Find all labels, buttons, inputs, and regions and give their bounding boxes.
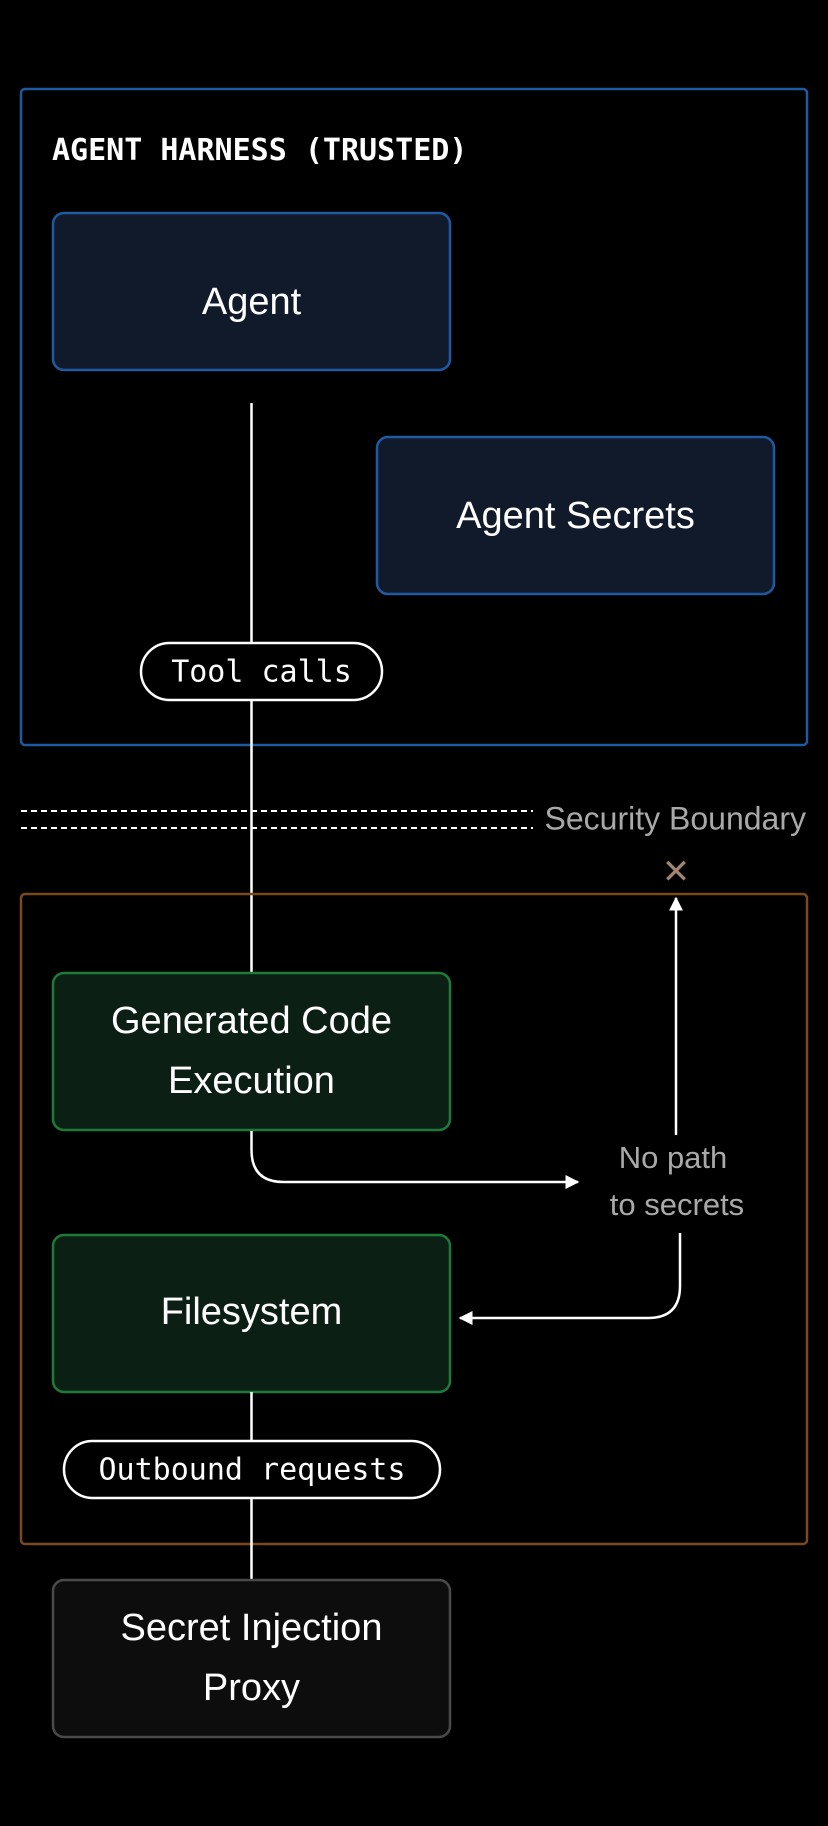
- outbound-requests-pill: [62, 1439, 442, 1500]
- filesystem-label: Filesystem: [161, 1291, 343, 1333]
- agent-secrets-label: Agent Secrets: [456, 495, 695, 537]
- trusted-harness-container: [19, 87, 809, 747]
- agent-node: [51, 211, 452, 372]
- untrusted-sandbox-container: [19, 892, 809, 1546]
- agent-secrets-node: [375, 435, 776, 596]
- no-path-annotation-line2: to secrets: [610, 1187, 744, 1222]
- secret-injection-proxy-node: [51, 1578, 452, 1739]
- annotation-to-filesystem-arrow: [458, 1233, 682, 1325]
- generated-code-label-line1: Generated Code: [111, 1000, 392, 1042]
- generated-code-node: [51, 971, 452, 1132]
- outbound-requests-label: Outbound requests: [98, 1453, 405, 1488]
- generated-code-label-line2: Execution: [168, 1060, 335, 1102]
- security-boundary-label: Security Boundary: [545, 800, 806, 836]
- blocked-x-icon: ✕: [662, 853, 691, 891]
- agent-label: Agent: [202, 281, 302, 323]
- proxy-label-line1: Secret Injection: [121, 1607, 383, 1649]
- tool-calls-label: Tool calls: [171, 655, 352, 690]
- tool-calls-pill: [139, 641, 384, 702]
- trusted-harness-title: AGENT HARNESS (TRUSTED): [52, 133, 467, 168]
- proxy-label-line2: Proxy: [203, 1667, 300, 1709]
- code-to-annotation-arrow: [250, 1131, 580, 1189]
- no-path-annotation-line1: No path: [619, 1140, 728, 1175]
